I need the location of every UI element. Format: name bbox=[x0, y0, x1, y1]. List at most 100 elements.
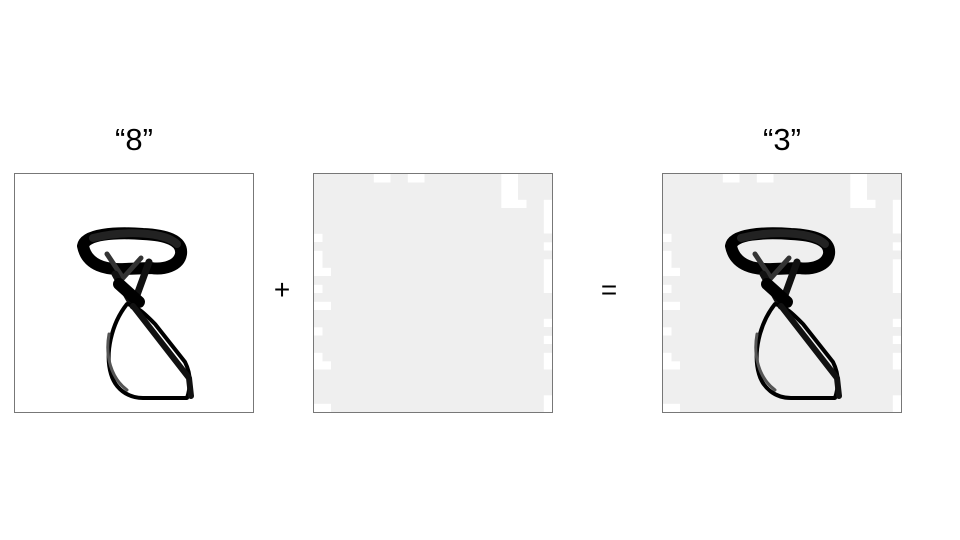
noise-cell bbox=[526, 369, 536, 379]
noise-cell bbox=[697, 327, 706, 336]
noise-cell bbox=[518, 395, 527, 404]
noise-cell bbox=[509, 318, 519, 328]
noise-cell bbox=[407, 301, 417, 311]
noise-cell bbox=[892, 301, 901, 311]
noise-cell bbox=[671, 378, 681, 387]
noise-cell bbox=[399, 395, 408, 404]
noise-cell bbox=[314, 369, 323, 379]
noise-cell bbox=[475, 259, 485, 268]
noise-cell bbox=[390, 378, 400, 387]
noise-cell bbox=[509, 344, 519, 353]
noise-cell bbox=[722, 335, 732, 345]
noise-cell bbox=[526, 293, 536, 302]
noise-cell bbox=[424, 395, 434, 404]
noise-cell bbox=[348, 301, 357, 311]
noise-cell bbox=[867, 310, 876, 319]
noise-cell bbox=[416, 386, 425, 396]
noise-cell bbox=[841, 259, 851, 268]
adversarial-class-label: “3” bbox=[763, 122, 801, 157]
noise-cell bbox=[841, 284, 851, 294]
noise-cell bbox=[833, 276, 842, 285]
noise-cell bbox=[833, 395, 842, 404]
noise-cell bbox=[543, 369, 552, 379]
noise-cell bbox=[322, 344, 332, 353]
noise-cell bbox=[458, 318, 468, 328]
noise-cell bbox=[492, 267, 502, 277]
noise-cell bbox=[433, 327, 442, 336]
noise-cell bbox=[399, 233, 408, 243]
noise-cell bbox=[833, 208, 842, 217]
noise-cell bbox=[526, 386, 536, 396]
noise-cell bbox=[433, 386, 442, 396]
noise-cell bbox=[467, 352, 476, 362]
noise-cell bbox=[790, 403, 800, 412]
noise-cell bbox=[526, 182, 536, 192]
noise-cell bbox=[390, 191, 400, 200]
noise-cell bbox=[705, 310, 715, 319]
noise-cell bbox=[663, 242, 672, 251]
noise-cell bbox=[475, 378, 485, 387]
noise-cell bbox=[450, 208, 459, 217]
noise-cell bbox=[748, 199, 757, 209]
noise-cell bbox=[884, 318, 893, 328]
noise-cell bbox=[816, 310, 825, 319]
noise-cell bbox=[824, 310, 834, 319]
noise-cell bbox=[424, 225, 434, 234]
noise-cell bbox=[884, 386, 893, 396]
noise-cell bbox=[748, 301, 757, 311]
noise-cell bbox=[841, 344, 851, 353]
noise-cell bbox=[407, 242, 417, 251]
noise-cell bbox=[492, 191, 502, 200]
noise-cell bbox=[475, 174, 485, 183]
noise-cell bbox=[458, 352, 468, 362]
noise-cell bbox=[501, 386, 510, 396]
noise-cell bbox=[382, 199, 391, 209]
noise-cell bbox=[543, 386, 552, 396]
noise-cell bbox=[773, 352, 783, 362]
noise-cell bbox=[348, 327, 357, 336]
noise-cell bbox=[782, 335, 791, 345]
noise-cell bbox=[441, 199, 451, 209]
noise-cell bbox=[790, 361, 800, 370]
noise-cell bbox=[484, 225, 493, 234]
noise-cell bbox=[365, 335, 374, 345]
noise-cell bbox=[339, 208, 349, 217]
noise-cell bbox=[518, 301, 527, 311]
noise-cell bbox=[697, 199, 706, 209]
noise-cell bbox=[458, 242, 468, 251]
noise-cell bbox=[782, 344, 791, 353]
noise-cell bbox=[492, 361, 502, 370]
noise-cell bbox=[416, 361, 425, 370]
noise-cell bbox=[484, 310, 493, 319]
noise-cell bbox=[509, 301, 519, 311]
noise-cell bbox=[688, 293, 698, 302]
noise-cell bbox=[407, 233, 417, 243]
noise-cell bbox=[331, 199, 340, 209]
noise-cell bbox=[433, 310, 442, 319]
noise-cell bbox=[356, 369, 366, 379]
noise-cell bbox=[501, 267, 510, 277]
noise-cell bbox=[722, 352, 732, 362]
noise-cell bbox=[518, 318, 527, 328]
noise-cell bbox=[705, 318, 715, 328]
noise-cell bbox=[773, 344, 783, 353]
noise-cell bbox=[407, 276, 417, 285]
noise-cell bbox=[799, 242, 808, 251]
noise-cell bbox=[399, 335, 408, 345]
noise-cell bbox=[875, 208, 885, 217]
noise-cell bbox=[450, 174, 459, 183]
noise-cell bbox=[416, 344, 425, 353]
noise-cell bbox=[833, 267, 842, 277]
noise-cell bbox=[339, 361, 349, 370]
noise-cell bbox=[858, 276, 868, 285]
noise-cell bbox=[773, 310, 783, 319]
noise-cell bbox=[807, 276, 817, 285]
noise-cell bbox=[816, 199, 825, 209]
noise-cell bbox=[441, 267, 451, 277]
noise-cell bbox=[705, 361, 715, 370]
noise-cell bbox=[833, 225, 842, 234]
noise-cell bbox=[765, 199, 774, 209]
noise-cell bbox=[348, 208, 357, 217]
noise-cell bbox=[509, 327, 519, 336]
noise-cell bbox=[765, 361, 774, 370]
